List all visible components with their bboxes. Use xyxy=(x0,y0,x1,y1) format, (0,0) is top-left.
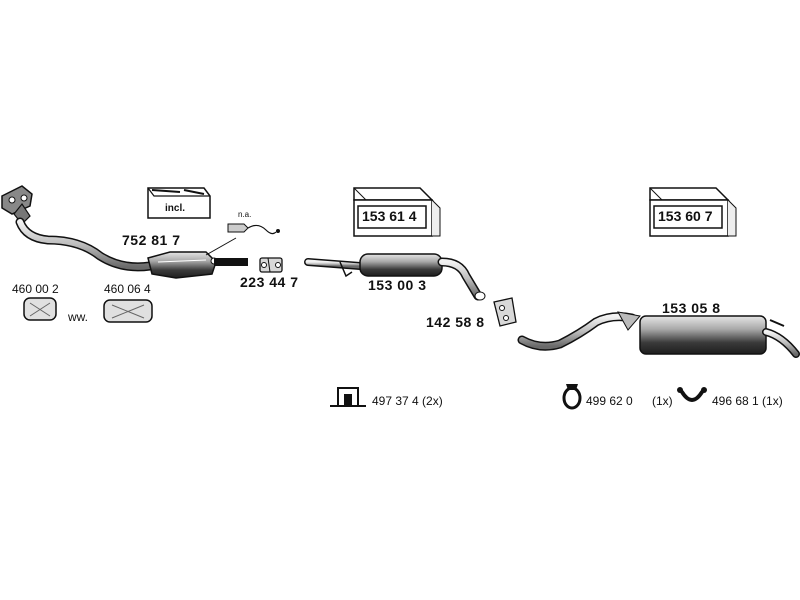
part-ring-2-label: 460 06 4 xyxy=(104,282,151,296)
part-catalyst-label: 752 81 7 xyxy=(122,232,181,248)
clamp-front xyxy=(259,257,283,273)
part-clamp-mid-label: 142 58 8 xyxy=(426,314,485,330)
accessory-hanger-label: 496 68 1 (1x) xyxy=(712,394,783,408)
catalyst-front-pipe xyxy=(15,217,155,272)
part-front-pipe-label: 153 00 3 xyxy=(368,277,427,293)
hanger-icon xyxy=(677,387,707,402)
middle-pipe-with-silencer xyxy=(304,253,486,301)
front-box-label: 153 61 4 xyxy=(362,208,417,224)
part-ring-1-label: 460 00 2 xyxy=(12,282,59,296)
ww-note-label: ww. xyxy=(68,310,89,324)
rear-box-label: 153 60 7 xyxy=(658,208,713,224)
incl-label: incl. xyxy=(165,203,186,214)
accessory-rubber-mount-qty: (1x) xyxy=(652,394,673,408)
bracket-icon xyxy=(330,387,366,407)
rear-silencer xyxy=(517,311,800,358)
part-clamp-front-label: 223 44 7 xyxy=(240,274,299,290)
lambda-sensor xyxy=(227,223,280,235)
part-rear-silencer-label: 153 05 8 xyxy=(662,300,721,316)
lambda-na-label: n.a. xyxy=(238,210,252,219)
catalytic-converter xyxy=(147,237,248,279)
rubber-mount-icon xyxy=(562,384,582,410)
clamp-mid xyxy=(493,297,517,327)
ring-460-06-4 xyxy=(103,299,153,323)
manifold-flange xyxy=(1,185,33,225)
incl-kit-box xyxy=(147,187,211,219)
ring-460-00-2 xyxy=(23,297,57,321)
front-box xyxy=(353,187,441,237)
rear-box xyxy=(649,187,737,237)
accessory-rubber-mount-label: 499 62 0 xyxy=(586,394,633,408)
accessory-bracket-label: 497 37 4 (2x) xyxy=(372,394,443,408)
